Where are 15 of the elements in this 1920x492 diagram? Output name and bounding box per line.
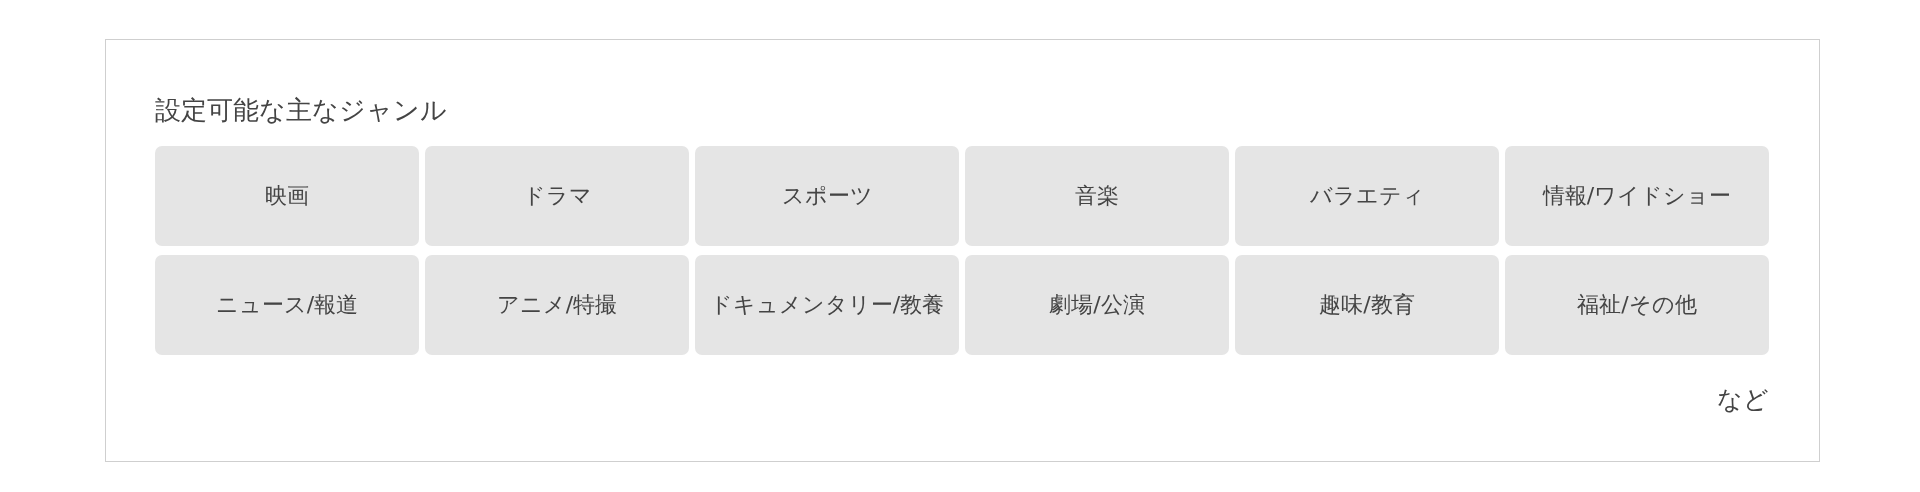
genre-tile: アニメ/特撮 [425,255,689,355]
heading: 設定可能な主なジャンル [155,95,447,126]
genre-tile: ドキュメンタリー/教養 [695,255,959,355]
genre-tile: ドラマ [425,146,689,246]
note-text: など [1717,385,1769,415]
genre-tile: スポーツ [695,146,959,246]
panel [105,39,1820,462]
genre-tile: ニュース/報道 [155,255,419,355]
genre-tile: 音楽 [965,146,1229,246]
genre-tile: 劇場/公演 [965,255,1229,355]
genre-tile: 映画 [155,146,419,246]
genre-tile: 趣味/教育 [1235,255,1499,355]
genre-tile: 福祉/その他 [1505,255,1769,355]
genre-tile: 情報/ワイドショー [1505,146,1769,246]
genre-tile: バラエティ [1235,146,1499,246]
